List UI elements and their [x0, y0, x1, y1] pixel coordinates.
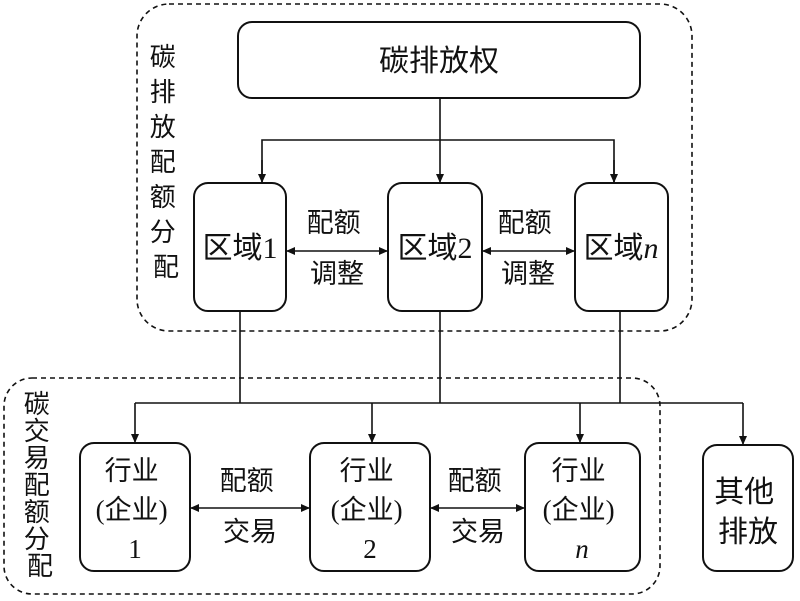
allocation-group-frame	[136, 3, 693, 332]
trade-line2: 交易	[223, 517, 277, 547]
trade-line1: 配额	[448, 466, 502, 496]
vlabel-char: 排	[150, 78, 176, 107]
root-label: 碳排放权	[379, 45, 499, 78]
other-emission-node: 其他 排放	[702, 444, 794, 572]
industry-box	[79, 442, 191, 572]
vlabel-char: 额	[150, 183, 176, 212]
industry-label: 行业 (企业) 2	[331, 456, 410, 564]
vlabel-char: 分	[24, 525, 50, 554]
trade-line1: 配额	[220, 466, 274, 496]
root-box	[237, 21, 641, 99]
region-box	[193, 182, 287, 312]
region-index: 2	[458, 232, 473, 265]
other-emission-label: 其他 排放	[714, 476, 782, 549]
trading-group-frame	[3, 377, 661, 595]
adjust-line2: 调整	[501, 259, 555, 289]
industry-line1: 行业	[552, 456, 606, 486]
region-name: 区域	[584, 232, 644, 265]
vlabel-char: 碳	[24, 390, 50, 419]
industry-node-2: 行业 (企业) 2	[309, 442, 431, 572]
allocation-group-label: 碳 排 放 配 额 分 配	[150, 43, 183, 282]
industry-index: n	[575, 534, 589, 564]
adjust-line2: 调整	[310, 259, 364, 289]
other-emission-box	[702, 444, 794, 572]
industry-line1: 行业	[340, 456, 394, 486]
region-index: n	[644, 232, 659, 265]
industry-label: 行业 (企业) n	[543, 456, 622, 564]
root-node: 碳排放权	[237, 21, 641, 99]
vlabel-char: 配	[153, 253, 179, 282]
other-line2: 排放	[718, 516, 778, 549]
region-label: 区域n	[584, 232, 659, 265]
region-adjust-label-2: 配额 调整	[498, 208, 559, 289]
vlabel-char: 配	[150, 148, 176, 177]
industry-label: 行业 (企业) 1	[96, 456, 175, 564]
adjust-line1: 配额	[498, 208, 552, 238]
industry-index: 2	[363, 534, 377, 564]
region-box	[387, 182, 483, 312]
region-adjust-label-1: 配额 调整	[307, 208, 368, 289]
connector-root-branches	[261, 139, 615, 183]
quota-trade-label-1: 配额 交易	[220, 466, 281, 547]
vlabel-char: 配	[27, 552, 53, 581]
region-label: 区域1	[203, 232, 278, 265]
industry-node-n: 行业 (企业) n	[524, 442, 641, 572]
region-name: 区域	[203, 232, 263, 265]
region-node-n: 区域n	[574, 182, 669, 312]
industry-line2: (企业)	[96, 495, 168, 525]
industry-index: 1	[128, 534, 142, 564]
region-node-1: 区域1	[193, 182, 287, 312]
industry-box	[524, 442, 641, 572]
industry-line1: 行业	[105, 456, 159, 486]
region-name: 区域	[398, 232, 458, 265]
industry-node-1: 行业 (企业) 1	[79, 442, 191, 572]
industry-line2: (企业)	[543, 495, 615, 525]
vlabel-char: 交	[24, 417, 50, 446]
adjust-line1: 配额	[307, 208, 361, 238]
quota-trade-label-2: 配额 交易	[448, 466, 509, 547]
vlabel-char: 配	[24, 471, 50, 500]
vlabel-char: 碳	[150, 43, 176, 72]
region-box	[574, 182, 669, 312]
region-node-2: 区域2	[387, 182, 483, 312]
industry-box	[309, 442, 431, 572]
vlabel-char: 易	[24, 444, 50, 473]
trading-group-label: 碳 交 易 配 额 分 配	[24, 390, 57, 581]
other-line1: 其他	[714, 476, 774, 509]
vlabel-char: 放	[150, 113, 176, 142]
region-index: 1	[263, 232, 278, 265]
trade-line2: 交易	[451, 517, 505, 547]
vlabel-char: 额	[24, 498, 50, 527]
industry-line2: (企业)	[331, 495, 403, 525]
region-label: 区域2	[398, 232, 473, 265]
vlabel-char: 分	[150, 218, 176, 247]
